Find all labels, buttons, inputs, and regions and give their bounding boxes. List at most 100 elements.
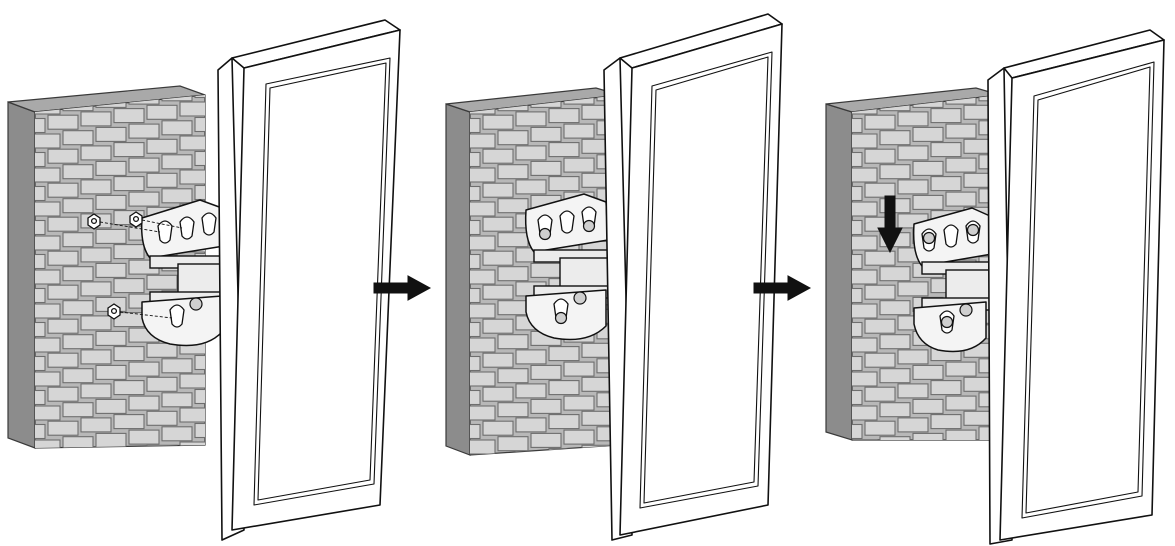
brick — [80, 315, 112, 331]
brick — [548, 414, 580, 430]
brick — [95, 262, 127, 278]
brick — [470, 389, 481, 406]
brick — [194, 388, 205, 405]
brick — [930, 414, 962, 430]
brick — [482, 148, 514, 164]
brick — [470, 439, 496, 455]
brick — [194, 422, 205, 439]
brick — [470, 133, 496, 149]
brick — [945, 123, 977, 139]
brick — [80, 111, 112, 127]
brick — [879, 368, 911, 384]
brick — [897, 281, 929, 297]
brick — [35, 355, 46, 372]
brick — [128, 395, 160, 411]
brick — [161, 188, 193, 204]
brick — [497, 402, 529, 418]
brick — [62, 436, 94, 448]
brick — [497, 436, 529, 452]
brick — [470, 117, 481, 134]
brick — [47, 318, 79, 334]
brick — [482, 386, 514, 402]
brick — [482, 420, 514, 436]
brick — [852, 201, 878, 217]
brick — [35, 167, 61, 183]
brick — [852, 235, 878, 251]
brick — [470, 253, 481, 270]
brick — [146, 444, 178, 448]
brick — [80, 349, 112, 365]
brick — [548, 448, 580, 455]
brick — [945, 191, 977, 207]
brick — [515, 145, 547, 161]
brick — [15, 459, 45, 473]
brick — [35, 201, 61, 217]
brick — [161, 358, 193, 374]
mount-bracket-lower — [525, 285, 615, 341]
brick — [864, 114, 896, 130]
brick — [47, 386, 79, 402]
brick — [548, 108, 580, 124]
brick — [62, 266, 94, 282]
brick — [563, 361, 595, 377]
brick — [482, 250, 514, 266]
brick — [930, 142, 962, 158]
brick — [548, 346, 580, 362]
brick — [945, 395, 977, 411]
brick — [470, 269, 496, 285]
brick — [563, 157, 595, 173]
brick — [530, 160, 562, 176]
brick — [113, 380, 145, 396]
brick — [95, 126, 127, 142]
brick — [852, 389, 863, 406]
brick — [864, 148, 896, 164]
brick — [548, 380, 580, 396]
brick — [482, 114, 514, 130]
brick — [864, 352, 896, 368]
brick — [47, 148, 79, 164]
brick — [95, 330, 127, 346]
brick — [47, 114, 79, 130]
brick — [95, 432, 127, 448]
brick — [62, 232, 94, 248]
brick — [47, 352, 79, 368]
brick — [35, 371, 61, 387]
brick — [62, 164, 94, 180]
brick — [80, 417, 112, 433]
brick — [62, 402, 94, 418]
brick — [470, 287, 481, 304]
brick — [897, 145, 929, 161]
brick — [852, 269, 878, 285]
brick — [898, 452, 928, 466]
brick — [515, 383, 547, 399]
brick — [497, 164, 529, 180]
brick — [35, 185, 46, 202]
brick — [482, 454, 514, 455]
brick — [35, 219, 46, 236]
brick — [912, 194, 944, 210]
brick — [852, 423, 863, 440]
brick — [128, 361, 160, 377]
step-2 — [445, 13, 783, 541]
brick — [35, 405, 61, 421]
brick — [194, 95, 205, 99]
brick — [897, 111, 929, 127]
brick — [179, 101, 205, 117]
brick — [194, 184, 205, 201]
brick — [194, 116, 205, 133]
brick — [497, 266, 529, 282]
brick — [897, 417, 929, 433]
brick — [35, 337, 61, 353]
brick — [497, 300, 529, 316]
brick — [146, 376, 178, 392]
brick — [470, 337, 496, 353]
brick — [931, 449, 961, 463]
brick — [864, 318, 896, 334]
brick — [852, 405, 878, 421]
brick — [470, 235, 496, 251]
brick — [35, 287, 46, 304]
brick — [470, 423, 481, 440]
brick — [912, 432, 944, 440]
screw-icon — [940, 315, 954, 329]
